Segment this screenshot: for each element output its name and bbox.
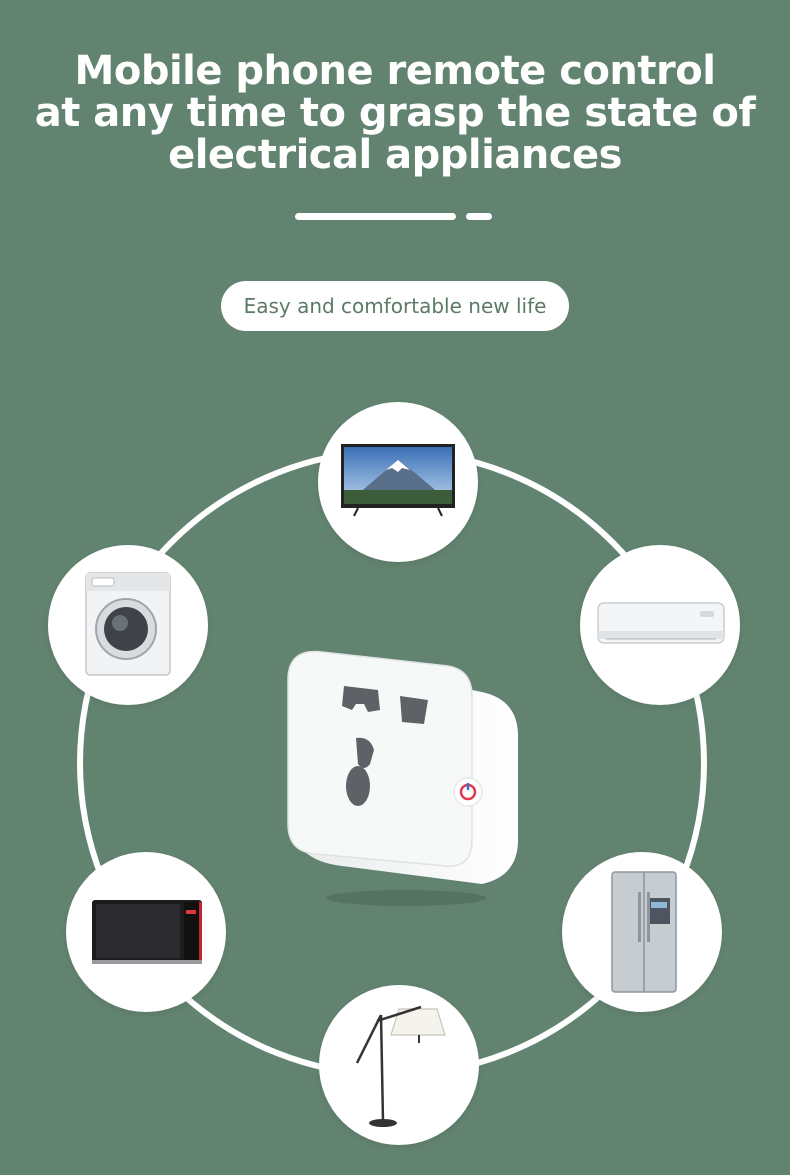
refrigerator-icon: [611, 871, 677, 993]
headline-line-2: at any time to grasp the state of: [34, 90, 756, 136]
appliance-node-washing-machine: [48, 545, 208, 705]
headline-line-1: Mobile phone remote control: [74, 48, 716, 94]
washing-machine-icon: [85, 572, 171, 676]
divider-short: [466, 213, 492, 220]
floor-lamp-icon: [355, 1005, 446, 1127]
divider-long: [295, 213, 456, 220]
tv-icon: [341, 444, 455, 517]
appliance-node-tv: [318, 402, 478, 562]
air-conditioner-icon: [597, 602, 725, 644]
smart-plug-icon: [287, 650, 518, 906]
appliance-node-microwave: [66, 852, 226, 1012]
smart-plug: [282, 640, 522, 910]
tagline-pill: Easy and comfortable new life: [221, 281, 569, 331]
appliance-node-refrigerator: [562, 852, 722, 1012]
headline: Mobile phone remote control at any time …: [0, 50, 790, 176]
headline-line-3: electrical appliances: [168, 132, 622, 178]
appliance-node-air-conditioner: [580, 545, 740, 705]
microwave-icon: [92, 900, 202, 964]
appliance-node-floor-lamp: [319, 985, 479, 1145]
